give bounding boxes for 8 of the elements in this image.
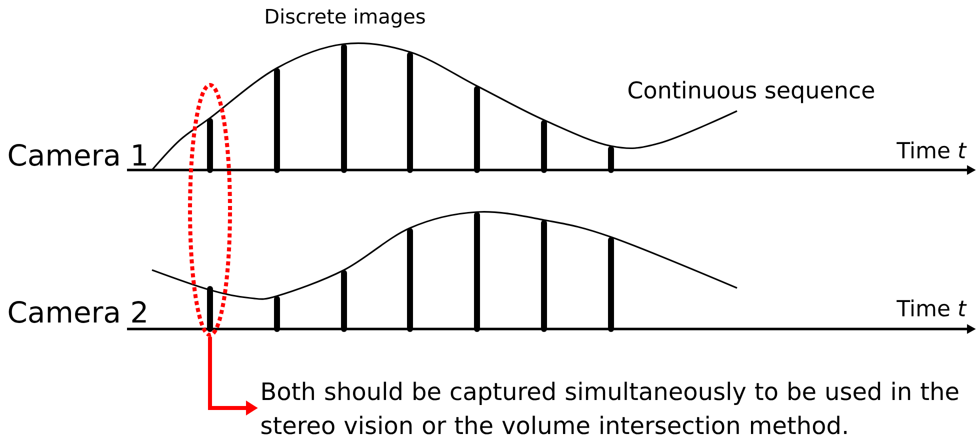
note-text: Both should be captured simultaneously to be used in the stereo vision or the volume intersection method. bbox=[262, 382, 958, 434]
camera-label: Camera 1 bbox=[8, 144, 146, 166]
camera-label: Camera 2 bbox=[8, 301, 146, 323]
axis-label: Time t bbox=[896, 299, 967, 317]
heading-label: Discrete images bbox=[266, 8, 425, 28]
axis-label: Time t bbox=[896, 141, 967, 159]
dotted-ellipse bbox=[188, 83, 232, 337]
curve-label: Continuous sequence bbox=[628, 80, 874, 104]
